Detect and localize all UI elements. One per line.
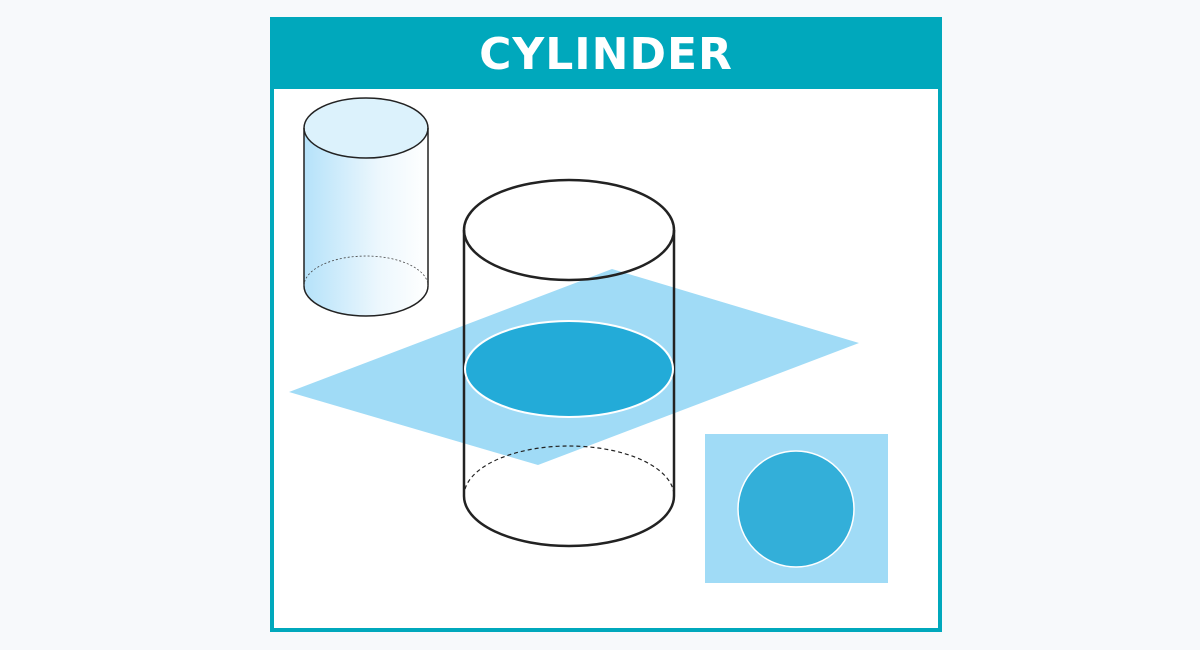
small-cylinder-top (303, 97, 429, 159)
large-cylinder-bottom-hidden (463, 445, 675, 497)
diagram-title: CYLINDER (479, 29, 733, 80)
small-cylinder-body (304, 128, 428, 316)
small-cylinder-bottom-hidden (303, 255, 429, 287)
large-cylinder (462, 178, 676, 548)
title-bar: CYLINDER (274, 21, 938, 89)
large-cylinder-bottom-front (462, 495, 676, 548)
cross-section (464, 320, 674, 418)
cross-section-view (705, 434, 888, 583)
cross-section-circle (737, 450, 855, 568)
small-cylinder-bottom-front (303, 285, 429, 317)
small-shaded-cylinder (303, 97, 429, 317)
large-cylinder-top (462, 178, 676, 282)
